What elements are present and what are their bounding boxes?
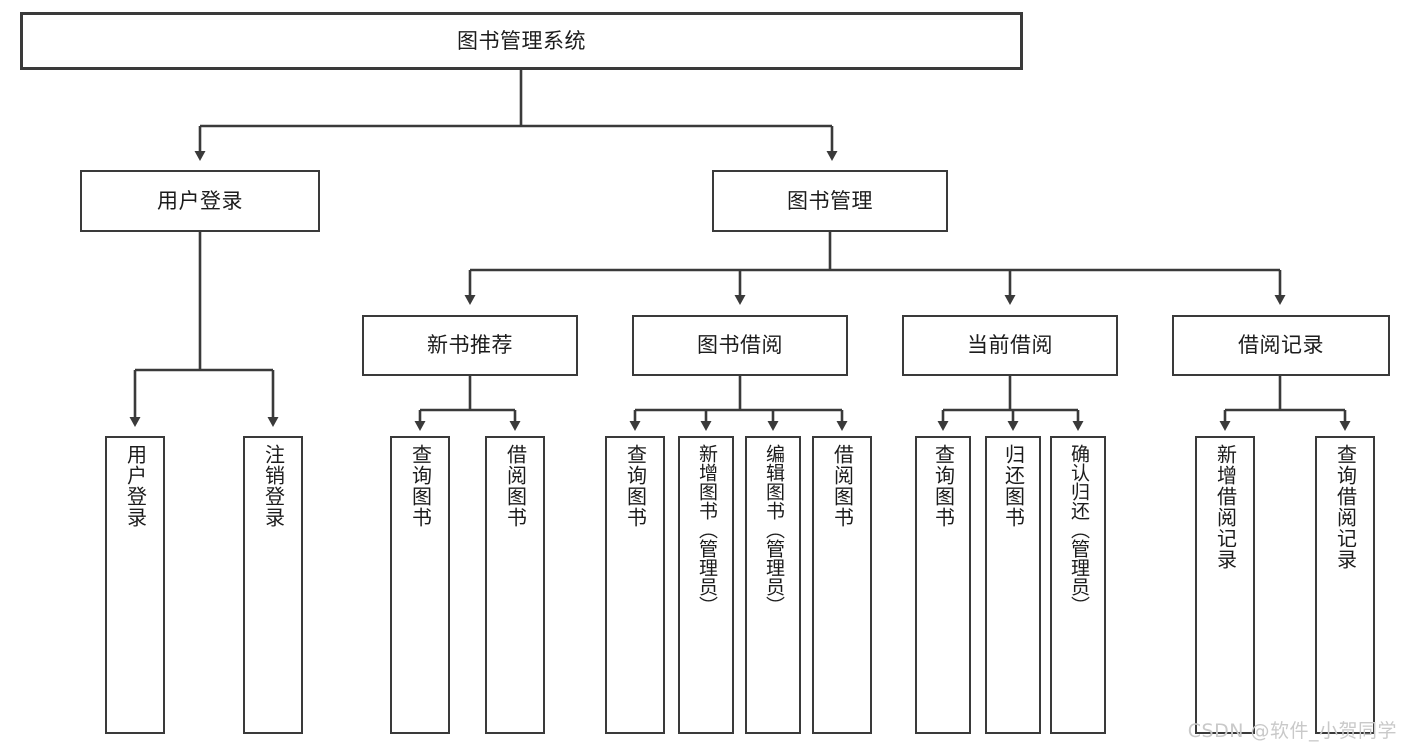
node-book-borrow-label: 图书借阅 — [697, 333, 783, 358]
node-leaf-query-record[interactable]: 查询借阅记录 — [1315, 436, 1375, 734]
node-current-borrow-label: 当前借阅 — [967, 333, 1053, 358]
node-leaf-edit-book-label: 编辑图书（管理员） — [762, 444, 785, 615]
node-leaf-confirm-return-label: 确认归还（管理员） — [1067, 444, 1090, 615]
node-book-borrow[interactable]: 图书借阅 — [632, 315, 848, 376]
node-leaf-query-book-3-label: 查询图书 — [931, 444, 956, 528]
node-new-book-recommend[interactable]: 新书推荐 — [362, 315, 578, 376]
node-leaf-add-book[interactable]: 新增图书（管理员） — [678, 436, 734, 734]
node-leaf-return-book-label: 归还图书 — [1001, 444, 1026, 528]
node-leaf-borrow-book-2-label: 借阅图书 — [830, 444, 855, 528]
node-leaf-return-book[interactable]: 归还图书 — [985, 436, 1041, 734]
watermark-text: CSDN @软件_小贺同学 — [1187, 720, 1397, 742]
node-leaf-edit-book[interactable]: 编辑图书（管理员） — [745, 436, 801, 734]
node-leaf-user-login[interactable]: 用户登录 — [105, 436, 165, 734]
node-leaf-borrow-book-1-label: 借阅图书 — [503, 444, 528, 528]
node-root[interactable]: 图书管理系统 — [20, 12, 1023, 70]
node-new-book-recommend-label: 新书推荐 — [427, 333, 513, 358]
node-leaf-borrow-book-1[interactable]: 借阅图书 — [485, 436, 545, 734]
node-leaf-query-book-2[interactable]: 查询图书 — [605, 436, 665, 734]
node-book-manage-label: 图书管理 — [787, 188, 873, 213]
node-borrow-record-label: 借阅记录 — [1238, 333, 1324, 358]
node-leaf-borrow-book-2[interactable]: 借阅图书 — [812, 436, 872, 734]
node-leaf-logout[interactable]: 注销登录 — [243, 436, 303, 734]
node-leaf-query-book-2-label: 查询图书 — [623, 444, 648, 528]
node-current-borrow[interactable]: 当前借阅 — [902, 315, 1118, 376]
node-borrow-record[interactable]: 借阅记录 — [1172, 315, 1390, 376]
node-leaf-user-login-label: 用户登录 — [123, 444, 148, 528]
node-leaf-add-book-label: 新增图书（管理员） — [695, 444, 718, 615]
node-user-login[interactable]: 用户登录 — [80, 170, 320, 232]
node-leaf-logout-label: 注销登录 — [261, 444, 286, 528]
node-book-manage[interactable]: 图书管理 — [712, 170, 948, 232]
node-leaf-query-book-1-label: 查询图书 — [408, 444, 433, 528]
node-leaf-confirm-return[interactable]: 确认归还（管理员） — [1050, 436, 1106, 734]
node-root-label: 图书管理系统 — [457, 28, 586, 53]
node-user-login-label: 用户登录 — [157, 188, 243, 213]
node-leaf-add-record[interactable]: 新增借阅记录 — [1195, 436, 1255, 734]
node-leaf-add-record-label: 新增借阅记录 — [1213, 444, 1238, 570]
node-leaf-query-book-1[interactable]: 查询图书 — [390, 436, 450, 734]
node-leaf-query-book-3[interactable]: 查询图书 — [915, 436, 971, 734]
node-leaf-query-record-label: 查询借阅记录 — [1333, 444, 1358, 570]
